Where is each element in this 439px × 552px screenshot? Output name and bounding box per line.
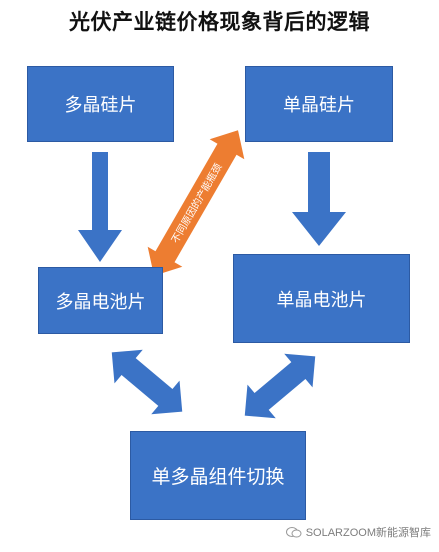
multi-cell-box: 多晶电池片 — [38, 267, 163, 334]
multi-cell-label: 多晶电池片 — [55, 291, 146, 313]
mono-wafer-box: 单晶硅片 — [245, 66, 393, 142]
wechat-icon — [285, 527, 302, 538]
watermark-text: SOLARZOOM新能源智库 — [305, 527, 431, 539]
module-switch-box: 单多晶组件切换 — [130, 431, 306, 520]
mono-wafer-label: 单晶硅片 — [283, 95, 355, 116]
multi-wafer-box: 多晶硅片 — [27, 66, 174, 142]
bottleneck-label: 不同原因的产能瓶颈 — [168, 161, 224, 245]
multi-wafer-label: 多晶硅片 — [64, 95, 137, 116]
arrow-mono-cell-module — [244, 353, 316, 419]
arrow-multi-cell-module — [111, 349, 183, 415]
page-title: 光伏产业链价格现象背后的逻辑 — [69, 10, 370, 34]
module-switch-label: 单多晶组件切换 — [151, 466, 285, 488]
arrow-mono-wafer-to-mono-cell — [292, 152, 346, 246]
watermark: SOLARZOOM新能源智库 — [285, 524, 431, 540]
arrow-multi-wafer-to-multi-cell — [78, 152, 122, 262]
mono-cell-label: 单晶电池片 — [276, 289, 367, 311]
mono-cell-box: 单晶电池片 — [233, 254, 410, 343]
